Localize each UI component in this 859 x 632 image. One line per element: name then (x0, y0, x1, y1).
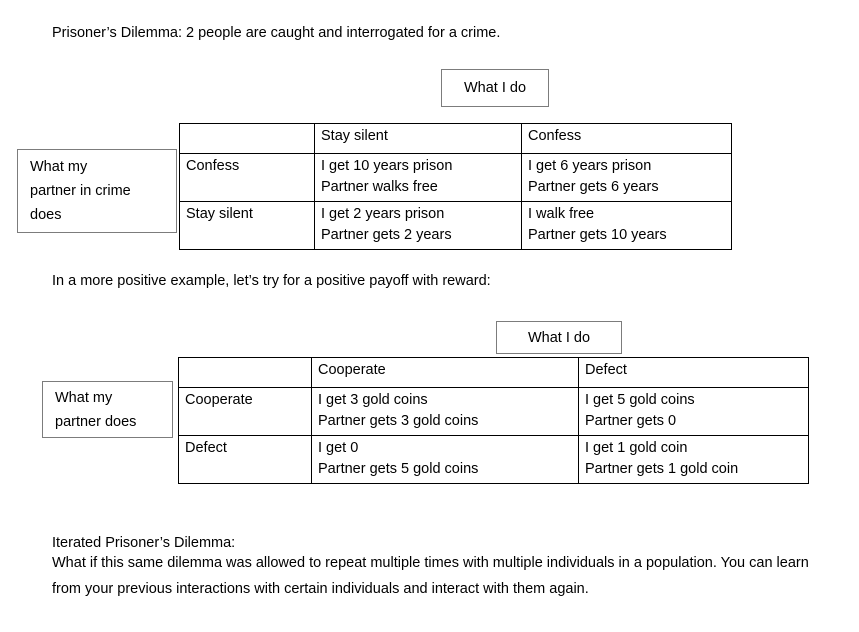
matrix-1-row-axis-label-text: What my partner in crime does (30, 159, 131, 223)
table-row: Stay silent Confess (179, 123, 732, 154)
reward-payoff-matrix: Cooperate Defect Cooperate I get 3 gold … (178, 357, 809, 484)
matrix-2-column-header-1: Defect (578, 357, 809, 388)
matrix-2-corner-cell (178, 357, 312, 388)
matrix-2-column-header-0: Cooperate (311, 357, 579, 388)
table-row: Stay silent I get 2 years prison Partner… (179, 201, 732, 250)
prisoners-dilemma-payoff-matrix: Stay silent Confess Confess I get 10 yea… (179, 123, 732, 250)
matrix-2-column-axis-label: What I do (496, 321, 622, 354)
matrix-1-cell-1-0: I get 2 years prison Partner gets 2 year… (314, 201, 522, 250)
table-row: Cooperate I get 3 gold coins Partner get… (178, 387, 809, 436)
matrix-1-row-header-0: Confess (179, 153, 315, 202)
intro-paragraph: Prisoner’s Dilemma: 2 people are caught … (52, 25, 501, 41)
matrix-2-row-axis-label-text: What my partner does (55, 389, 137, 430)
matrix-1-column-axis-label: What I do (441, 69, 549, 107)
matrix-2-cell-1-0: I get 0 Partner gets 5 gold coins (311, 435, 579, 484)
matrix-1-cell-0-1: I get 6 years prison Partner gets 6 year… (521, 153, 732, 202)
table-row: Confess I get 10 years prison Partner wa… (179, 153, 732, 202)
matrix-2-column-axis-label-text: What I do (527, 329, 591, 346)
table-row: Cooperate Defect (178, 357, 809, 388)
matrix-2-cell-0-0: I get 3 gold coins Partner gets 3 gold c… (311, 387, 579, 436)
matrix-1-corner-cell (179, 123, 315, 154)
matrix-1-row-header-1: Stay silent (179, 201, 315, 250)
middle-paragraph: In a more positive example, let’s try fo… (52, 273, 491, 289)
iterated-dilemma-title: Iterated Prisoner’s Dilemma: (52, 535, 236, 551)
matrix-2-cell-1-1: I get 1 gold coin Partner gets 1 gold co… (578, 435, 809, 484)
table-row: Defect I get 0 Partner gets 5 gold coins… (178, 435, 809, 484)
matrix-2-row-header-1: Defect (178, 435, 312, 484)
matrix-1-cell-1-1: I walk free Partner gets 10 years (521, 201, 732, 250)
matrix-2-row-header-0: Cooperate (178, 387, 312, 436)
matrix-2-row-axis-label: What my partner does (42, 381, 173, 438)
matrix-1-cell-0-0: I get 10 years prison Partner walks free (314, 153, 522, 202)
matrix-1-column-header-1: Confess (521, 123, 732, 154)
iterated-dilemma-body: What if this same dilemma was allowed to… (52, 555, 813, 597)
matrix-1-row-axis-label: What my partner in crime does (17, 149, 177, 233)
matrix-1-column-axis-label-text: What I do (463, 80, 527, 96)
matrix-1-column-header-0: Stay silent (314, 123, 522, 154)
matrix-2-cell-0-1: I get 5 gold coins Partner gets 0 (578, 387, 809, 436)
